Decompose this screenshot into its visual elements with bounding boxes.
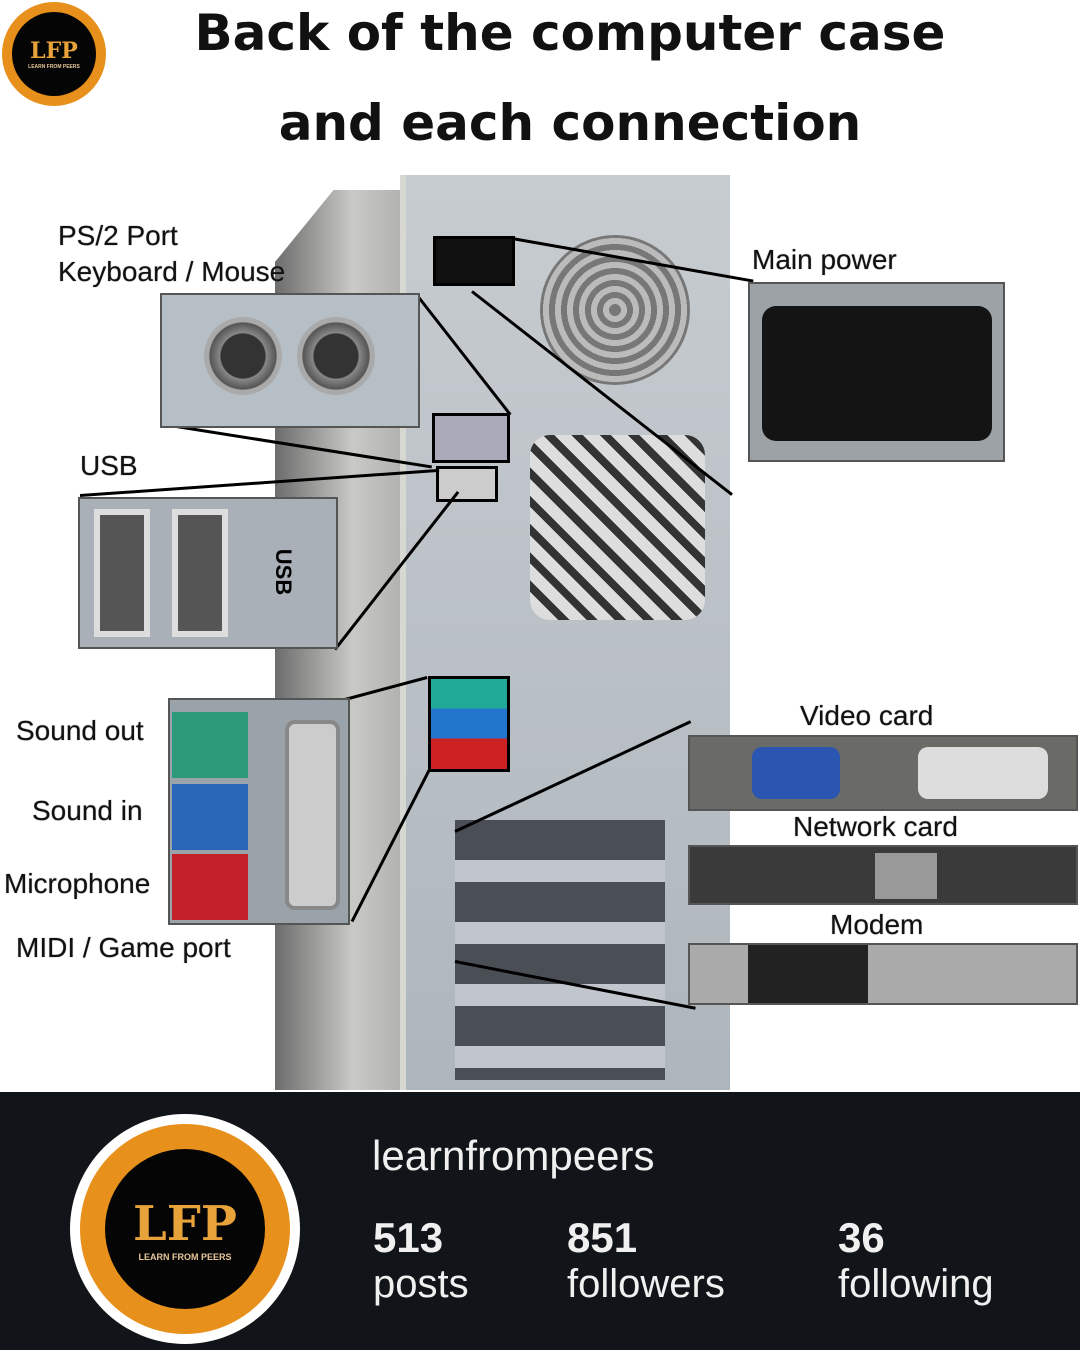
case-fan — [530, 435, 705, 620]
ethernet-port — [875, 853, 937, 899]
video-card-inset — [688, 735, 1078, 811]
dvi-port — [918, 747, 1048, 799]
usb-panel-text: USB — [271, 548, 297, 596]
microphone-jack — [172, 854, 248, 920]
power-socket — [762, 306, 992, 441]
io-ps2-small — [432, 413, 510, 463]
usb-port-1 — [94, 509, 150, 637]
label-main-power: Main power — [752, 244, 897, 275]
avatar-logo-tagline: LEARN FROM PEERS — [138, 1252, 232, 1262]
following-count: 36 — [838, 1214, 885, 1261]
label-usb: USB — [80, 450, 138, 481]
label-sound-in: Sound in — [32, 795, 143, 826]
profile-bar: LFP LEARN FROM PEERS learnfrompeers 513 … — [0, 1092, 1080, 1350]
label-video-card: Video card — [800, 700, 934, 731]
sound-out-jack — [172, 712, 248, 778]
ps2-keyboard-port — [204, 317, 282, 395]
main-power-inset — [748, 282, 1005, 462]
ps2-inset — [160, 293, 420, 428]
label-midi-game-port: MIDI / Game port — [16, 932, 231, 963]
label-sound-out: Sound out — [16, 715, 144, 746]
followers-count: 851 — [567, 1214, 638, 1261]
power-socket-small — [433, 236, 515, 286]
psu-fan — [540, 235, 690, 385]
io-usb-small — [436, 466, 498, 502]
modem-inset — [688, 943, 1078, 1005]
logo-tagline: LEARN FROM PEERS — [28, 64, 80, 70]
profile-avatar[interactable]: LFP LEARN FROM PEERS — [70, 1114, 300, 1344]
label-modem: Modem — [830, 909, 924, 940]
following-label: following — [838, 1262, 994, 1306]
followers-label: followers — [567, 1262, 725, 1306]
brand-logo: LFP LEARN FROM PEERS — [2, 2, 106, 106]
vga-port — [752, 747, 840, 799]
label-ps2-port: PS/2 Port — [58, 220, 178, 251]
sound-in-jack — [172, 784, 248, 850]
posts-label: posts — [373, 1262, 469, 1306]
expansion-slots — [455, 820, 665, 1080]
audio-inset — [168, 698, 350, 925]
modem-ports — [748, 945, 868, 1003]
profile-username[interactable]: learnfrompeers — [372, 1132, 655, 1179]
network-card-inset — [688, 845, 1078, 905]
logo-text: LFP — [30, 38, 78, 64]
avatar-logo-text: LFP — [133, 1196, 237, 1252]
game-port — [285, 720, 340, 910]
posts-stat[interactable]: 513 posts — [373, 1214, 469, 1307]
ps2-mouse-port — [297, 317, 375, 395]
label-microphone: Microphone — [4, 868, 151, 899]
following-stat[interactable]: 36 following — [838, 1214, 994, 1307]
posts-count: 513 — [373, 1214, 444, 1261]
page-title-line1: Back of the computer case — [194, 4, 946, 62]
usb-inset: USB — [78, 497, 338, 649]
usb-port-2 — [172, 509, 228, 637]
followers-stat[interactable]: 851 followers — [567, 1214, 725, 1307]
label-keyboard-mouse: Keyboard / Mouse — [58, 256, 286, 287]
io-audio-small — [428, 676, 510, 772]
label-network-card: Network card — [793, 811, 958, 842]
page-title-line2: and each connection — [278, 94, 862, 152]
